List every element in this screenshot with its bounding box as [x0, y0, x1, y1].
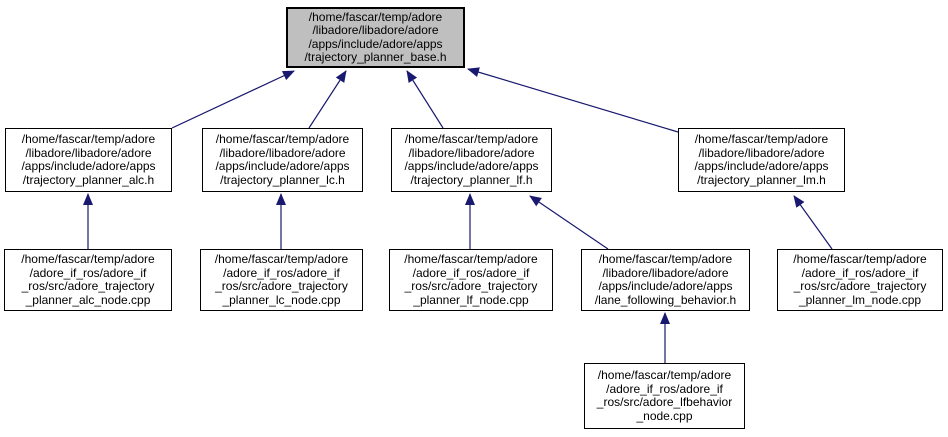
edge-lm-node-to-lm-arrow [793, 195, 833, 250]
node-adore-trajectory-planner-lf-node-cpp[interactable]: /home/fascar/temp/adore /adore_if_ros/ad… [389, 249, 553, 311]
node-path-line: /libadore/libadore/adore [698, 145, 825, 160]
node-path-line: /lane_following_behavior.h [594, 292, 737, 307]
node-path-line: /apps/include/adore/apps [308, 36, 443, 51]
node-path-line: /trajectory_planner_base.h [304, 50, 447, 64]
node-lane-following-behavior-h[interactable]: /home/fascar/temp/adore /libadore/libado… [581, 249, 750, 311]
node-path-line: _ros/src/adore_trajectory [21, 279, 155, 293]
node-path-line: /home/fascar/temp/adore [308, 9, 443, 24]
node-path-line: _ros/src/adore_trajectory [793, 279, 927, 293]
node-trajectory-planner-lf-h[interactable]: /home/fascar/temp/adore /libadore/libado… [391, 128, 552, 192]
node-trajectory-planner-lc-h[interactable]: /home/fascar/temp/adore /libadore/libado… [202, 128, 363, 192]
node-trajectory-planner-lm-h[interactable]: /home/fascar/temp/adore /libadore/libado… [678, 128, 845, 192]
node-path-line: /adore_if_ros/adore_if [223, 265, 340, 280]
node-path-line: /libadore/libadore/adore [312, 23, 439, 37]
node-trajectory-planner-base-h[interactable]: /home/fascar/temp/adore /libadore/libado… [286, 7, 465, 68]
edge-alc-to-base-arrow [171, 70, 295, 129]
edge-lf-to-base-arrow [406, 70, 444, 129]
node-path-line: /adore_if_ros/adore_if [606, 381, 723, 396]
node-path-line: /libadore/libadore/adore [408, 145, 535, 160]
node-path-line: /home/fascar/temp/adore [597, 368, 732, 382]
node-path-line: /apps/include/adore/apps [694, 159, 829, 173]
node-path-line: _ros/src/adore_trajectory [404, 279, 538, 293]
node-path-line: /trajectory_planner_lf.h [410, 172, 533, 187]
node-path-line: _ros/src/adore_lfbehavior [596, 395, 733, 409]
node-path-line: /trajectory_planner_lc.h [220, 172, 345, 187]
node-path-line: /apps/include/adore/apps [598, 279, 733, 293]
node-path-line: /home/fascar/temp/adore [793, 252, 927, 266]
node-path-line: /trajectory_planner_lm.h [697, 172, 826, 187]
node-path-line: _ros/src/adore_trajectory [215, 279, 348, 293]
node-trajectory-planner-alc-h[interactable]: /home/fascar/temp/adore /libadore/libado… [5, 128, 172, 192]
node-path-line: /home/fascar/temp/adore [598, 252, 733, 266]
node-path-line: _planner_lf_node.cpp [413, 292, 529, 307]
node-path-line: /libadore/libadore/adore [219, 145, 346, 160]
node-path-line: /adore_if_ros/adore_if [801, 265, 919, 280]
node-path-line: /home/fascar/temp/adore [21, 252, 155, 266]
node-path-line: /home/fascar/temp/adore [694, 132, 829, 146]
node-path-line: /home/fascar/temp/adore [21, 132, 156, 146]
node-path-line: /apps/include/adore/apps [215, 159, 350, 173]
node-adore-trajectory-planner-lc-node-cpp[interactable]: /home/fascar/temp/adore /adore_if_ros/ad… [200, 249, 363, 311]
node-path-line: /home/fascar/temp/adore [214, 252, 349, 266]
node-path-line: /home/fascar/temp/adore [215, 132, 350, 146]
edge-lc-to-base-arrow [308, 70, 347, 129]
node-path-line: _planner_lm_node.cpp [798, 292, 922, 307]
node-path-line: _planner_alc_node.cpp [25, 292, 151, 307]
edge-lane-following-to-lf-arrow [529, 195, 609, 250]
edge-lm-to-base-arrow [467, 67, 679, 133]
node-path-line: /adore_if_ros/adore_if [412, 265, 530, 280]
node-path-line: /home/fascar/temp/adore [404, 252, 538, 266]
node-path-line: /trajectory_planner_alc.h [22, 172, 155, 187]
node-path-line: /libadore/libadore/adore [602, 265, 729, 280]
node-adore-trajectory-planner-alc-node-cpp[interactable]: /home/fascar/temp/adore /adore_if_ros/ad… [4, 249, 172, 311]
node-path-line: /libadore/libadore/adore [25, 145, 152, 160]
node-path-line: /apps/include/adore/apps [404, 159, 539, 173]
node-path-line: /home/fascar/temp/adore [404, 132, 539, 146]
node-adore-lfbehavior-node-cpp[interactable]: /home/fascar/temp/adore /adore_if_ros/ad… [584, 363, 745, 429]
node-path-line: /adore_if_ros/adore_if [29, 265, 147, 280]
node-adore-trajectory-planner-lm-node-cpp[interactable]: /home/fascar/temp/adore /adore_if_ros/ad… [777, 249, 943, 311]
node-path-line: _node.cpp [636, 408, 693, 423]
node-path-line: /apps/include/adore/apps [21, 159, 156, 173]
node-path-line: _planner_lc_node.cpp [222, 292, 341, 307]
